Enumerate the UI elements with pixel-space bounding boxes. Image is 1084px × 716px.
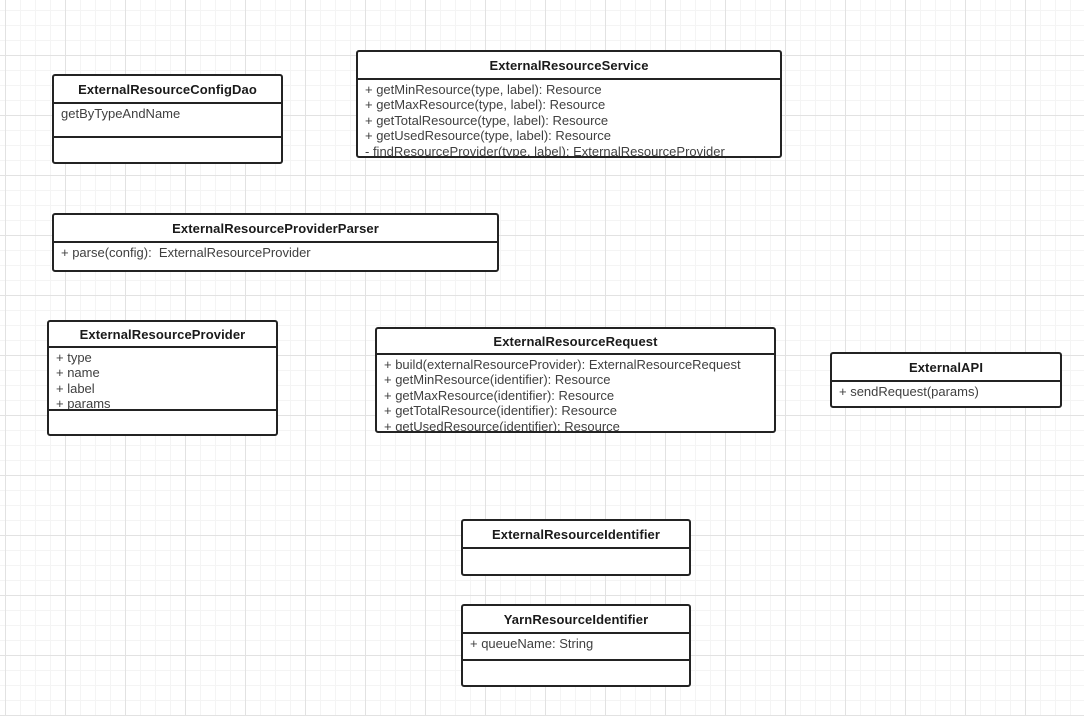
class-external-resource-service[interactable]: ExternalResourceService + getMinResource…: [356, 50, 782, 158]
methods-compartment: + getMinResource(type, label): Resource …: [358, 78, 780, 156]
class-external-api[interactable]: ExternalAPI + sendRequest(params): [830, 352, 1062, 408]
class-member: + type: [56, 350, 92, 365]
class-member: + name: [56, 365, 100, 381]
class-title: ExternalResourceRequest: [493, 333, 658, 349]
class-title: ExternalResourceConfigDao: [78, 81, 257, 97]
methods-compartment: + parse(config): ExternalResourceProvide…: [54, 241, 497, 270]
attributes-compartment: + type + name + label + params: [49, 346, 276, 409]
class-title: ExternalAPI: [908, 359, 984, 375]
class-member: + getMinResource(identifier): Resource: [384, 372, 611, 388]
class-member: + build(externalResourceProvider): Exter…: [384, 357, 741, 372]
class-member: - findResourceProvider(type, label): Ext…: [365, 143, 725, 156]
class-member: getByTypeAndName: [61, 106, 181, 121]
class-yarn-resource-identifier[interactable]: YarnResourceIdentifier + queueName: Stri…: [461, 604, 691, 687]
attributes-compartment: + queueName: String: [463, 632, 689, 659]
class-member: + sendRequest(params): [839, 384, 979, 399]
class-title: ExternalResourceService: [489, 57, 649, 73]
class-title: YarnResourceIdentifier: [503, 611, 649, 627]
class-member: + getUsedResource(type, label): Resource: [365, 128, 612, 144]
class-member: + params: [56, 396, 111, 409]
class-member: + getMaxResource(identifier): Resource: [384, 387, 615, 403]
class-member: + queueName: String: [470, 636, 594, 651]
class-member: + getTotalResource(type, label): Resourc…: [365, 112, 609, 128]
empty-compartment: [54, 136, 281, 162]
class-external-resource-identifier[interactable]: ExternalResourceIdentifier: [461, 519, 691, 576]
class-external-resource-request[interactable]: ExternalResourceRequest + build(external…: [375, 327, 776, 433]
class-member: + parse(config): ExternalResourceProvide…: [61, 245, 311, 260]
class-title: ExternalResourceIdentifier: [491, 526, 661, 542]
class-member: + getUsedResource(identifier): Resource: [384, 418, 620, 431]
empty-compartment: [49, 409, 276, 434]
class-title: ExternalResourceProvider: [79, 326, 246, 342]
methods-compartment: + build(externalResourceProvider): Exter…: [377, 353, 774, 431]
class-external-resource-config-dao[interactable]: ExternalResourceConfigDao getByTypeAndNa…: [52, 74, 283, 164]
class-external-resource-provider[interactable]: ExternalResourceProvider + type + name +…: [47, 320, 278, 436]
class-member: + getMinResource(type, label): Resource: [365, 82, 602, 97]
empty-compartment: [463, 659, 689, 685]
methods-compartment: + sendRequest(params): [832, 380, 1060, 406]
class-member: + getTotalResource(identifier): Resource: [384, 403, 618, 419]
class-member: + getMaxResource(type, label): Resource: [365, 97, 606, 113]
class-member: + label: [56, 380, 95, 396]
empty-compartment: [463, 547, 689, 574]
attributes-compartment: getByTypeAndName: [54, 102, 281, 136]
class-external-resource-provider-parser[interactable]: ExternalResourceProviderParser + parse(c…: [52, 213, 499, 272]
class-title: ExternalResourceProviderParser: [172, 220, 379, 236]
